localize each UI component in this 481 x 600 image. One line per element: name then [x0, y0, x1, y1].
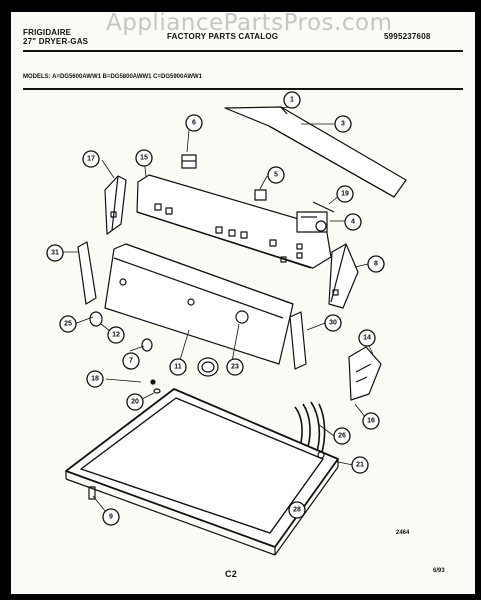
callout-28: 28 — [288, 501, 306, 519]
callout-30-label: 30 — [329, 320, 337, 327]
callout-4: 4 — [344, 213, 362, 231]
callout-1: 1 — [283, 91, 301, 109]
callout-14: 14 — [358, 329, 376, 347]
brand-label: FRIGIDAIRE — [23, 28, 72, 37]
callout-26: 26 — [333, 427, 351, 445]
callout-20: 20 — [126, 393, 144, 411]
right-side-trim — [289, 311, 307, 370]
page-label: C2 — [225, 569, 237, 579]
right-end-cap — [328, 243, 359, 309]
control-module — [348, 346, 382, 401]
timer-part — [296, 211, 328, 233]
callout-20-label: 20 — [131, 399, 139, 406]
callout-16: 16 — [362, 412, 380, 430]
callout-8-label: 8 — [374, 261, 378, 268]
left-side-trim — [77, 241, 97, 305]
callout-6: 6 — [185, 114, 203, 132]
callout-31: 31 — [46, 244, 64, 262]
callout-25: 25 — [59, 315, 77, 333]
callout-1-label: 1 — [290, 97, 294, 104]
callout-28-label: 28 — [293, 507, 301, 514]
callout-9: 9 — [102, 508, 120, 526]
callout-15: 15 — [135, 149, 153, 167]
control-panel — [136, 174, 332, 269]
callout-7: 7 — [122, 352, 140, 370]
callout-15-label: 15 — [140, 155, 148, 162]
drawing-code: 2464 — [396, 530, 410, 536]
callout-6-label: 6 — [192, 120, 196, 127]
callout-3: 3 — [334, 115, 352, 133]
callout-11-label: 11 — [174, 364, 182, 371]
callout-3-label: 3 — [341, 121, 345, 128]
callout-19-label: 19 — [341, 191, 349, 198]
callout-7-label: 7 — [129, 358, 133, 365]
callout-21: 21 — [351, 456, 369, 474]
small-switch-part — [254, 189, 267, 201]
front-trim-panel — [104, 243, 294, 365]
callout-16-label: 16 — [367, 418, 375, 425]
callout-30: 30 — [324, 314, 342, 332]
exploded-view-drawing: 1 3 6 5 17 15 19 4 31 8 25 12 30 14 7 11… — [46, 91, 407, 556]
callout-21-label: 21 — [356, 462, 364, 469]
knob-parts — [89, 311, 219, 377]
callout-5: 5 — [267, 166, 285, 184]
models-rule — [23, 88, 463, 90]
callout-31-label: 31 — [51, 250, 59, 257]
callout-14-label: 14 — [363, 335, 371, 342]
console-back-panel — [224, 106, 407, 198]
callout-17: 17 — [82, 150, 100, 168]
models-line: MODELS: A=DG5600AWW1 B=DG5800AWW1 C=DG59… — [23, 74, 202, 80]
callout-12-label: 12 — [112, 332, 120, 339]
callout-5-label: 5 — [274, 172, 278, 179]
callout-12: 12 — [107, 326, 125, 344]
callout-4-label: 4 — [351, 219, 355, 226]
top-frame — [65, 388, 339, 556]
callout-17-label: 17 — [87, 156, 95, 163]
header-rule — [23, 50, 463, 52]
callout-19: 19 — [336, 185, 354, 203]
callout-8: 8 — [367, 255, 385, 273]
switch-part — [181, 154, 197, 169]
callout-bubbles: 1 3 6 5 17 15 19 4 31 8 25 12 30 14 7 11… — [46, 91, 385, 526]
callout-11: 11 — [169, 358, 187, 376]
callout-26-label: 26 — [338, 433, 346, 440]
callout-23-label: 23 — [231, 364, 239, 371]
catalog-title: FACTORY PARTS CATALOG — [167, 32, 279, 41]
left-end-cap — [104, 175, 127, 235]
watermark-text: AppliancePartsPros.com — [106, 12, 393, 36]
parts-diagram-sheet: AppliancePartsPros.com FRIGIDAIRE 27" DR… — [11, 12, 475, 594]
callout-18-label: 18 — [91, 376, 99, 383]
callout-18: 18 — [86, 370, 104, 388]
callout-23: 23 — [226, 358, 244, 376]
doc-number: 5995237608 — [384, 32, 431, 41]
callout-25-label: 25 — [64, 321, 72, 328]
callout-9-label: 9 — [109, 514, 113, 521]
product-label: 27" DRYER-GAS — [23, 37, 89, 46]
wire-part — [312, 201, 335, 213]
date-label: 6/93 — [433, 568, 445, 574]
